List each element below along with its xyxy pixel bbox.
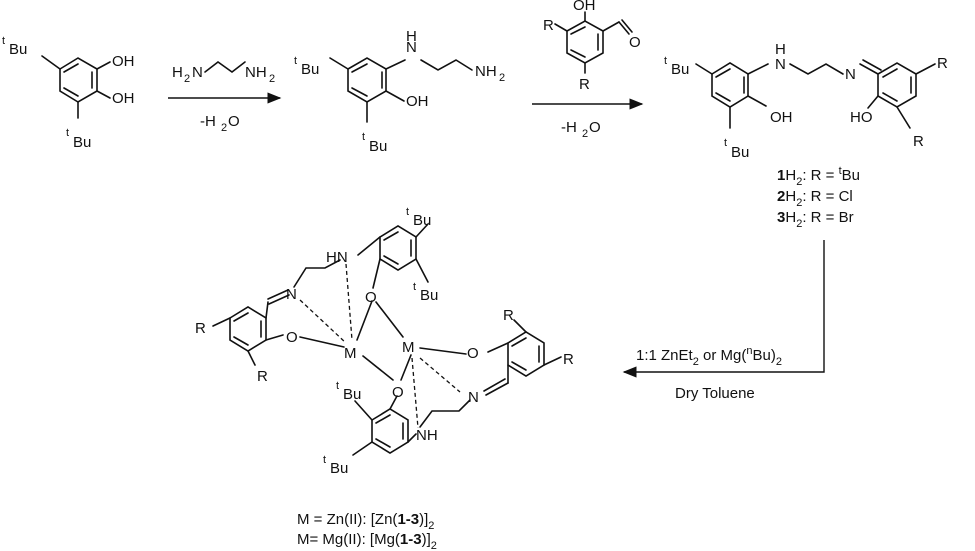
tbu-label: Bu [330, 460, 348, 477]
svg-text:1H2: R = tBu: 1H2: R = tBu [777, 165, 860, 188]
oh-label: OH [406, 93, 429, 110]
oh-label: OH [112, 90, 135, 107]
n-label: N [845, 66, 856, 83]
nh2-label: NH [475, 63, 497, 80]
oh-label: OH [573, 0, 596, 14]
condition-label: O [589, 119, 601, 136]
metal-label: M [402, 339, 415, 356]
tbu-label: Bu [9, 41, 27, 58]
tbu-label: t [724, 137, 727, 149]
h-label: H [775, 41, 786, 58]
condition-label: -H [561, 119, 577, 136]
condition-label: Dry Toluene [675, 385, 755, 402]
reagent-label: N [192, 64, 203, 81]
oh-label: OH [112, 53, 135, 70]
o-label: O [467, 345, 479, 362]
tbu-label: t [294, 55, 297, 67]
nh-label: NH [416, 427, 438, 444]
tbu-label: Bu [73, 134, 91, 151]
reagent-label: NH [245, 64, 267, 81]
tbu-label: Bu [731, 144, 749, 161]
metal-label: M [344, 345, 357, 362]
reagent-label: H [172, 64, 183, 81]
r-label: R [543, 17, 554, 34]
n-label: N [468, 389, 479, 406]
r-label: R [937, 55, 948, 72]
o-label: O [365, 289, 377, 306]
n-label: N [286, 286, 297, 303]
r-label: R [195, 320, 206, 337]
r-label: R [579, 76, 590, 93]
o-label: O [629, 34, 641, 51]
nh2-label: 2 [499, 72, 505, 84]
ho-label: HO [850, 109, 873, 126]
condition-label: O [228, 113, 240, 130]
tbu-label: t [413, 281, 416, 293]
reaction-arrow-2: OH O R R -H 2 O [532, 0, 644, 140]
tbu-label: Bu [420, 287, 438, 304]
tbu-label: t [323, 454, 326, 466]
r-label: R [503, 307, 514, 324]
o-label: O [392, 384, 404, 401]
tbu-label: t [362, 131, 365, 143]
ligand-structure: H N N OH HO R R t Bu t Bu [664, 41, 948, 161]
tbu-label: Bu [369, 138, 387, 155]
r-label: R [913, 133, 924, 150]
tbu-label: t [66, 127, 69, 139]
reaction-arrow-3: 1:1 ZnEt2 or Mg(nBu)2 Dry Toluene [622, 240, 825, 402]
tbu-label: t [2, 35, 5, 47]
h-label: H [406, 28, 417, 45]
condition-label: -H [200, 113, 216, 130]
complex-legend: M = Zn(II): [Zn(1-3)]2 M= Mg(II): [Mg(1-… [297, 511, 437, 551]
svg-text:1:1 ZnEt2 or Mg(nBu)2: 1:1 ZnEt2 or Mg(nBu)2 [636, 345, 782, 368]
catechol-structure: OH OH t Bu t Bu [2, 35, 135, 151]
reagent-label: 2 [269, 73, 275, 85]
svg-text:M= Mg(II): [Mg(1-3)]2: M= Mg(II): [Mg(1-3)]2 [297, 531, 437, 551]
tbu-label: t [336, 380, 339, 392]
oh-label: OH [770, 109, 793, 126]
condition-label: 2 [582, 128, 588, 140]
ligand-list: 1H2: R = tBu 2H2: R = Cl 3H2: R = Br [777, 165, 860, 230]
svg-text:M = Zn(II): [Zn(1-3)]2: M = Zn(II): [Zn(1-3)]2 [297, 511, 434, 532]
n-label: N [406, 39, 417, 56]
reagent-label: 2 [184, 73, 190, 85]
tbu-label: Bu [413, 212, 431, 229]
condition-label: 2 [221, 122, 227, 134]
aminophenol-structure: N H NH 2 OH t Bu t Bu [294, 28, 505, 155]
tbu-label: t [406, 206, 409, 218]
hn-label: HN [326, 249, 348, 266]
dimer-complex-structure: t Bu HN N Bu t O O R R M M O R R N O t B… [195, 206, 574, 477]
r-label: R [257, 368, 268, 385]
r-label: R [563, 351, 574, 368]
svg-text:3H2: R = Br: 3H2: R = Br [777, 209, 854, 230]
tbu-label: Bu [671, 61, 689, 78]
tbu-label: Bu [343, 386, 361, 403]
o-label: O [286, 329, 298, 346]
svg-text:2H2: R = Cl: 2H2: R = Cl [777, 188, 853, 209]
tbu-label: Bu [301, 61, 319, 78]
n-label: N [775, 56, 786, 73]
reaction-arrow-1: H 2 N NH 2 -H 2 O [168, 61, 282, 134]
tbu-label: t [664, 55, 667, 67]
